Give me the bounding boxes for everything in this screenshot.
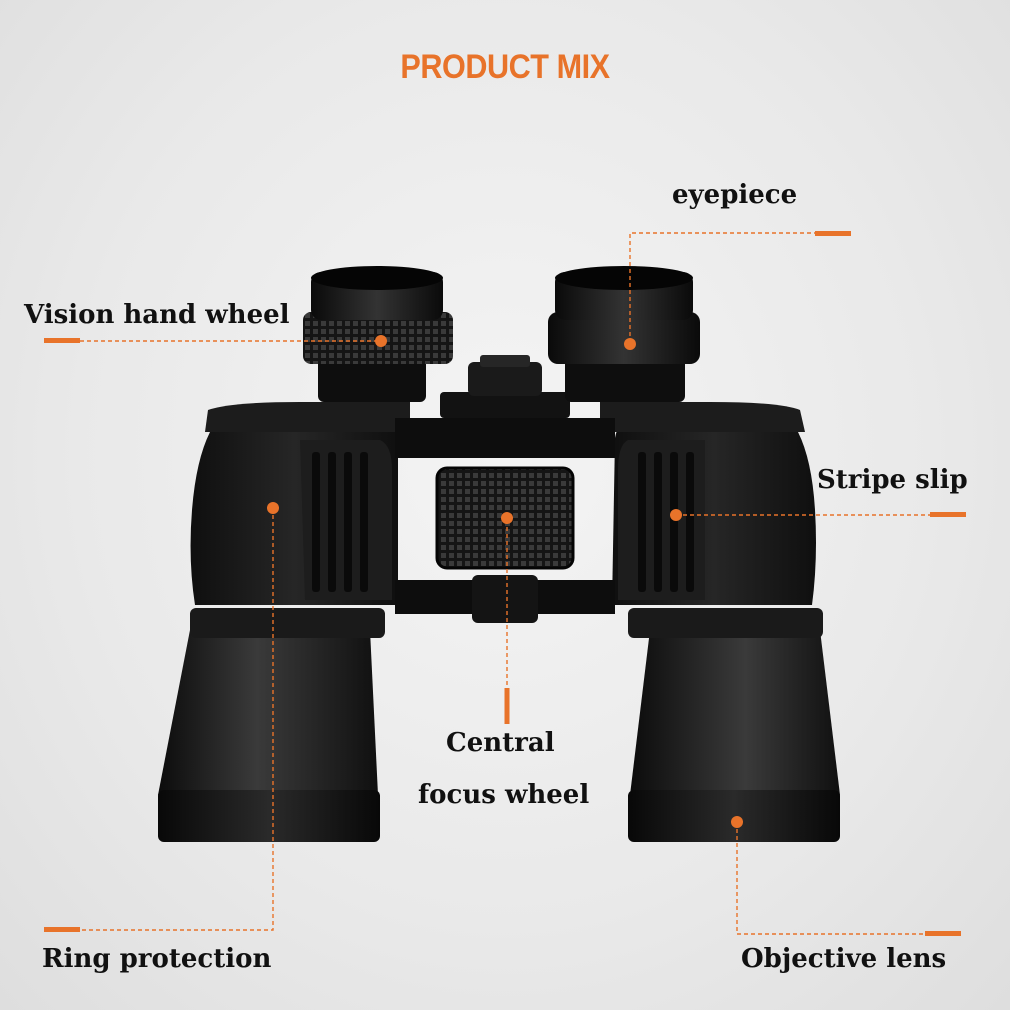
right-barrel xyxy=(600,402,840,842)
callout-eyepiece-line xyxy=(629,232,820,343)
central-bridge xyxy=(395,355,615,623)
label-ring-protection: Ring protection xyxy=(42,944,272,974)
left-stripe-grip xyxy=(300,440,392,600)
dot-stripe-slip xyxy=(670,509,682,521)
left-eyepiece xyxy=(303,266,453,402)
left-barrel xyxy=(158,402,410,842)
label-eyepiece: eyepiece xyxy=(672,180,798,210)
left-ring-protection xyxy=(158,790,380,842)
callout-bars xyxy=(44,231,966,936)
right-stripe-grip xyxy=(618,440,705,600)
dot-vision-hand-wheel xyxy=(375,335,387,347)
right-eyepiece xyxy=(548,266,700,402)
dot-central-focus-wheel xyxy=(501,512,513,524)
callout-dots xyxy=(267,335,743,828)
dot-objective-lens xyxy=(731,816,743,828)
callout-lines xyxy=(80,232,935,935)
callout-ring-protection-line xyxy=(80,508,274,931)
dot-eyepiece xyxy=(624,338,636,350)
dot-ring-protection xyxy=(267,502,279,514)
label-vision-hand-wheel: Vision hand wheel xyxy=(24,300,290,330)
label-central-focus-wheel-line2: focus wheel xyxy=(418,780,590,810)
callout-objective-lens-line xyxy=(736,822,925,935)
label-objective-lens: Objective lens xyxy=(741,944,947,974)
label-stripe-slip: Stripe slip xyxy=(817,465,968,495)
page-title: PRODUCT MIX xyxy=(400,48,610,86)
label-central-focus-wheel-line1: Central xyxy=(446,728,555,758)
right-objective-lens-ring xyxy=(628,790,840,842)
